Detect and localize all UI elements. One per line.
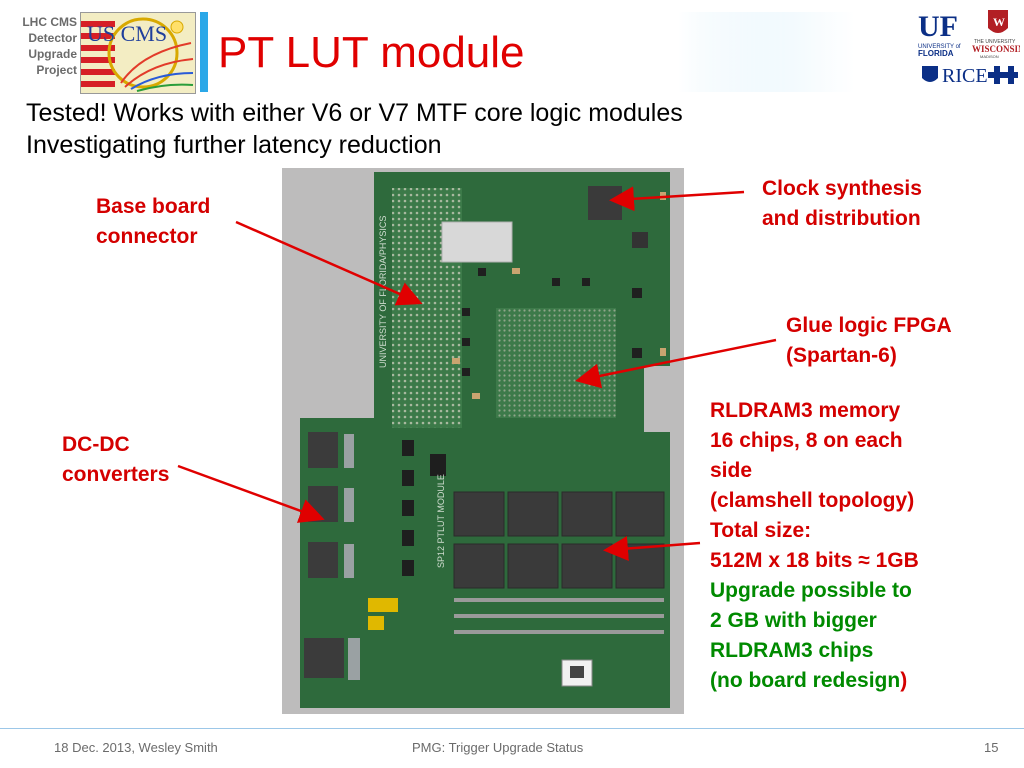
label-line-last: (no board redesign) — [710, 666, 919, 696]
arrow-glue — [575, 338, 777, 389]
svg-text:UF: UF — [918, 10, 958, 43]
label-line: RLDRAM3 chips — [710, 639, 874, 662]
arrow-base-board — [235, 220, 423, 306]
project-line: Upgrade — [28, 47, 77, 61]
label-base-board: Base board connector — [96, 192, 210, 252]
pcb-graphic: UNIVERSITY OF FLORIDA/PHYSICS SP12 PTLUT… — [300, 172, 670, 708]
label-dc-dc: DC-DC converters — [62, 430, 169, 490]
label-line: and distribution — [762, 207, 921, 230]
label-clock: Clock synthesis and distribution — [762, 174, 922, 234]
bullet-tested: Tested! Works with either V6 or V7 MTF c… — [26, 99, 683, 127]
svg-text:RICE: RICE — [942, 65, 988, 87]
label-line: converters — [62, 463, 170, 486]
bullet-latency: Investigating further latency reduction — [26, 131, 442, 159]
us-cms-logo-text: US CMS — [87, 21, 168, 46]
label-line: side — [710, 459, 753, 482]
label-line: 2 GB with bigger — [710, 609, 877, 632]
label-line: DC-DC — [62, 433, 130, 456]
arrow-rldram — [603, 536, 701, 561]
label-line: (Spartan-6) — [786, 344, 897, 367]
us-cms-logo-graphic — [81, 13, 195, 93]
label-line: RLDRAM3 memory — [710, 399, 901, 422]
us-cms-logo: US CMS — [80, 12, 196, 94]
page-number: 15 — [984, 740, 999, 755]
label-line: 512M x 18 bits ≈ 1GB — [710, 549, 919, 572]
title-bar — [200, 12, 855, 92]
board-photo: UNIVERSITY OF FLORIDA/PHYSICS SP12 PTLUT… — [282, 168, 684, 714]
label-line: Upgrade possible to — [710, 579, 912, 602]
label-line: Clock synthesis — [762, 177, 922, 200]
label-glue: Glue logic FPGA (Spartan-6) — [786, 311, 952, 371]
partner-logos: UF UNIVERSITY of FLORIDA W THE UNIVERSIT… — [916, 6, 1024, 88]
svg-text:FLORIDA: FLORIDA — [918, 49, 954, 58]
footer-divider — [0, 728, 1024, 729]
project-label: LHC CMS Detector Upgrade Project — [0, 14, 77, 78]
silk-module: SP12 PTLUT MODULE — [436, 474, 446, 568]
university-logos-graphic: UF UNIVERSITY of FLORIDA W THE UNIVERSIT… — [918, 10, 1024, 87]
footer-title: PMG: Trigger Upgrade Status — [412, 740, 584, 755]
label-line: 16 chips, 8 on each — [710, 429, 903, 452]
label-close-paren: ) — [900, 669, 908, 692]
label-line: connector — [96, 225, 198, 248]
label-rldram: RLDRAM3 memory 16 chips, 8 on each side … — [710, 396, 919, 696]
project-line: LHC CMS — [22, 15, 77, 29]
svg-text:WISCONSIN: WISCONSIN — [972, 44, 1020, 54]
label-line: Glue logic FPGA — [786, 314, 952, 337]
svg-text:MADISON: MADISON — [980, 54, 999, 59]
svg-text:THE UNIVERSITY: THE UNIVERSITY — [974, 39, 1016, 45]
label-line: (clamshell topology) — [710, 489, 915, 512]
svg-text:UNIVERSITY of: UNIVERSITY of — [918, 44, 961, 50]
silk-university: UNIVERSITY OF FLORIDA/PHYSICS — [378, 216, 388, 368]
label-line: Base board — [96, 195, 211, 218]
label-line: Total size: — [710, 519, 812, 542]
label-line: (no board redesign — [710, 669, 901, 692]
arrow-dc-dc — [177, 464, 325, 523]
svg-text:W: W — [993, 15, 1005, 29]
project-line: Detector — [28, 31, 77, 45]
page-title: PT LUT module — [218, 28, 525, 77]
arrow-clock — [609, 186, 745, 212]
project-line: Project — [36, 63, 77, 77]
footer-date-author: 18 Dec. 2013, Wesley Smith — [54, 740, 218, 755]
